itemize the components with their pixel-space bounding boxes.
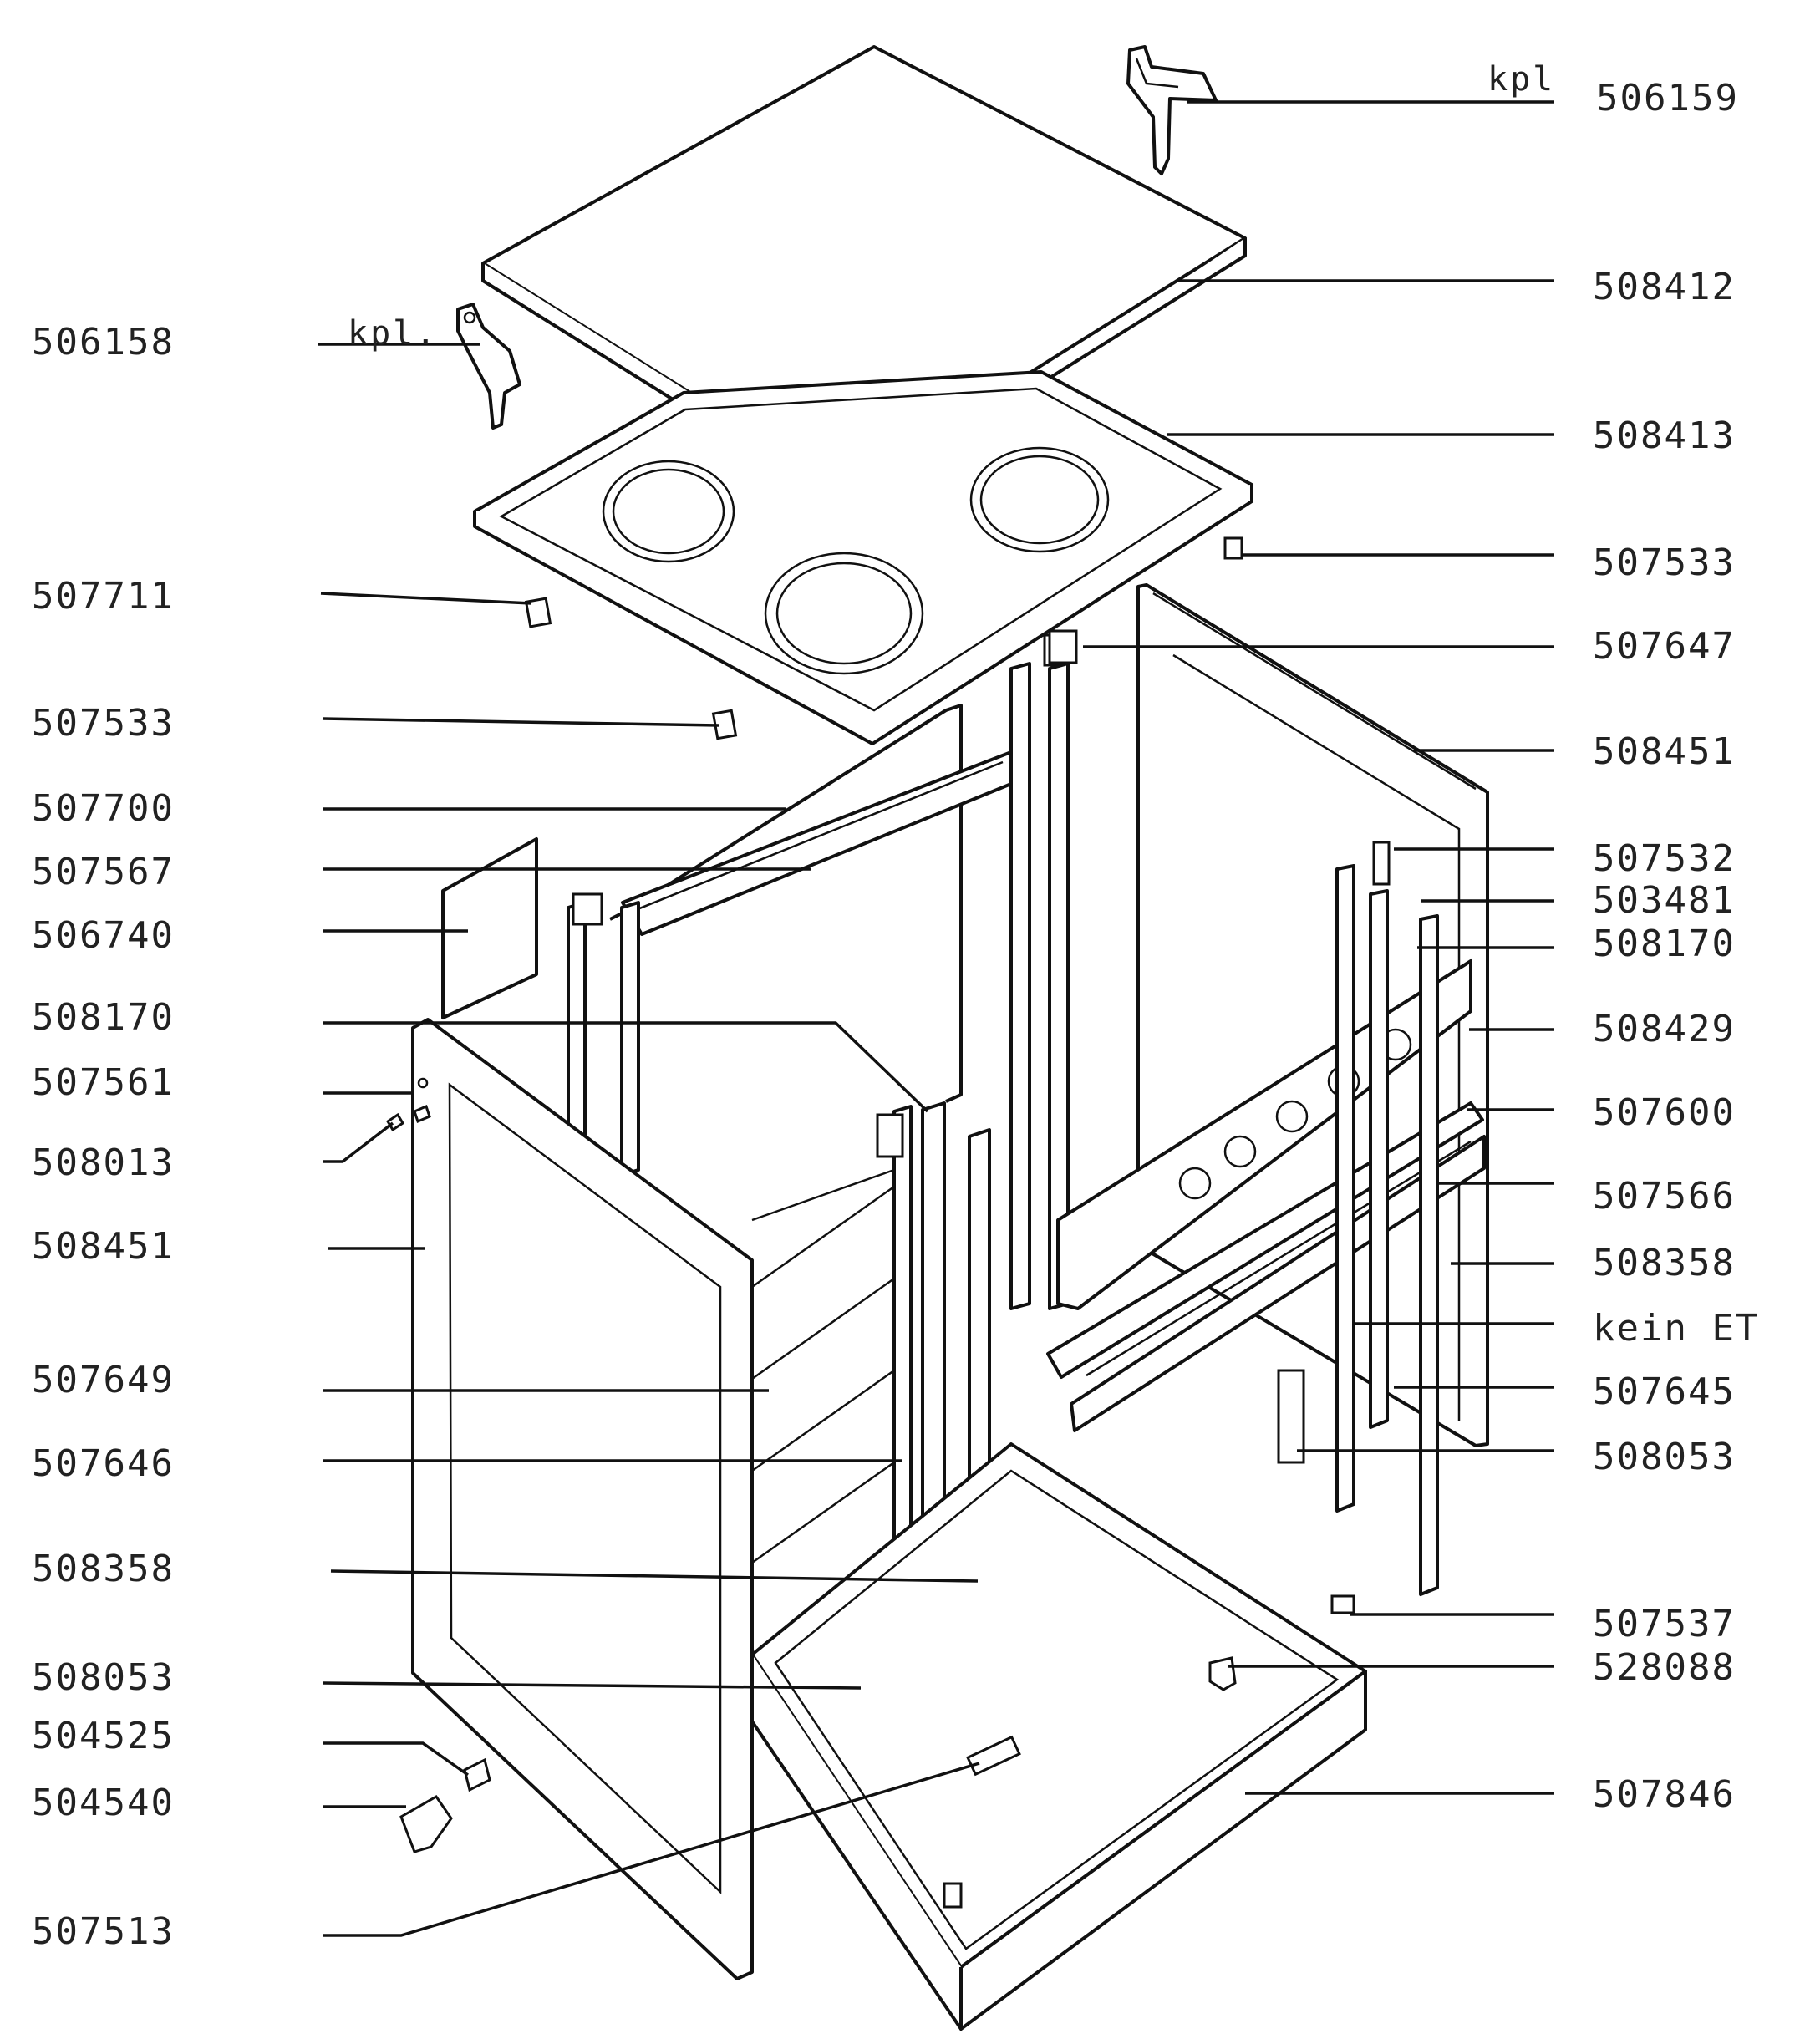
part-number-508053-left: 508053 bbox=[32, 1656, 175, 1699]
part-number-508170-left: 508170 bbox=[32, 996, 175, 1039]
control-panel bbox=[1056, 959, 1472, 1310]
part-number-508451-left: 508451 bbox=[32, 1225, 175, 1268]
part-number-506158: 506158 bbox=[32, 321, 175, 364]
part-number-507649: 507649 bbox=[32, 1359, 175, 1401]
part-number-508412: 508412 bbox=[1593, 266, 1736, 308]
part-number-507700: 507700 bbox=[32, 787, 175, 830]
right-part-numbers: 506159 508412 508413 507533 507647 50845… bbox=[1593, 77, 1759, 1816]
part-number-504525: 504525 bbox=[32, 1715, 175, 1757]
hinge-top-left bbox=[456, 303, 521, 430]
part-number-506159: 506159 bbox=[1596, 77, 1739, 119]
part-number-508358-left: 508358 bbox=[32, 1548, 175, 1590]
part-number-507561: 507561 bbox=[32, 1061, 175, 1104]
left-side-panel bbox=[411, 1018, 754, 1980]
kpl-labels: kpl kpl. bbox=[348, 60, 1555, 353]
base-plate bbox=[750, 1442, 1367, 2031]
part-number-507647: 507647 bbox=[1593, 625, 1736, 668]
part-number-507532: 507532 bbox=[1593, 837, 1736, 880]
part-number-508358-right: 508358 bbox=[1593, 1242, 1736, 1284]
part-number-507711: 507711 bbox=[32, 575, 175, 618]
kpl-label-top-right: kpl bbox=[1487, 60, 1555, 99]
kpl-label-top-left: kpl. bbox=[348, 314, 438, 353]
leader-lines bbox=[318, 100, 1554, 1937]
part-number-508170-right: 508170 bbox=[1593, 923, 1736, 965]
part-number-508013: 508013 bbox=[32, 1141, 175, 1184]
part-number-503481: 503481 bbox=[1593, 879, 1736, 922]
part-number-506740: 506740 bbox=[32, 914, 175, 957]
part-number-507646: 507646 bbox=[32, 1442, 175, 1485]
part-label-kein-et: kein ET bbox=[1593, 1307, 1759, 1350]
part-number-508451-right: 508451 bbox=[1593, 730, 1736, 773]
part-number-507600: 507600 bbox=[1593, 1091, 1736, 1134]
hinge-top-right bbox=[1126, 45, 1218, 175]
left-part-numbers: 506158 507711 507533 507700 507567 50674… bbox=[32, 321, 175, 1953]
part-number-507846: 507846 bbox=[1593, 1773, 1736, 1816]
part-number-508429: 508429 bbox=[1593, 1008, 1736, 1050]
bottom-small-parts bbox=[385, 1104, 1355, 1909]
hob-plate bbox=[473, 370, 1253, 745]
part-number-507533-right: 507533 bbox=[1593, 542, 1736, 584]
part-number-507566: 507566 bbox=[1593, 1175, 1736, 1218]
right-uprights bbox=[1277, 841, 1439, 1596]
part-number-508053-right: 508053 bbox=[1593, 1436, 1736, 1478]
part-number-507567: 507567 bbox=[32, 851, 175, 893]
part-number-528088: 528088 bbox=[1593, 1646, 1736, 1689]
cabinet-drawing bbox=[385, 45, 1489, 2031]
part-number-508413: 508413 bbox=[1593, 414, 1736, 457]
part-number-504540: 504540 bbox=[32, 1782, 175, 1824]
part-number-507645: 507645 bbox=[1593, 1370, 1736, 1413]
part-number-507537: 507537 bbox=[1593, 1603, 1736, 1645]
part-number-507513: 507513 bbox=[32, 1910, 175, 1953]
part-number-507533-left: 507533 bbox=[32, 702, 175, 745]
